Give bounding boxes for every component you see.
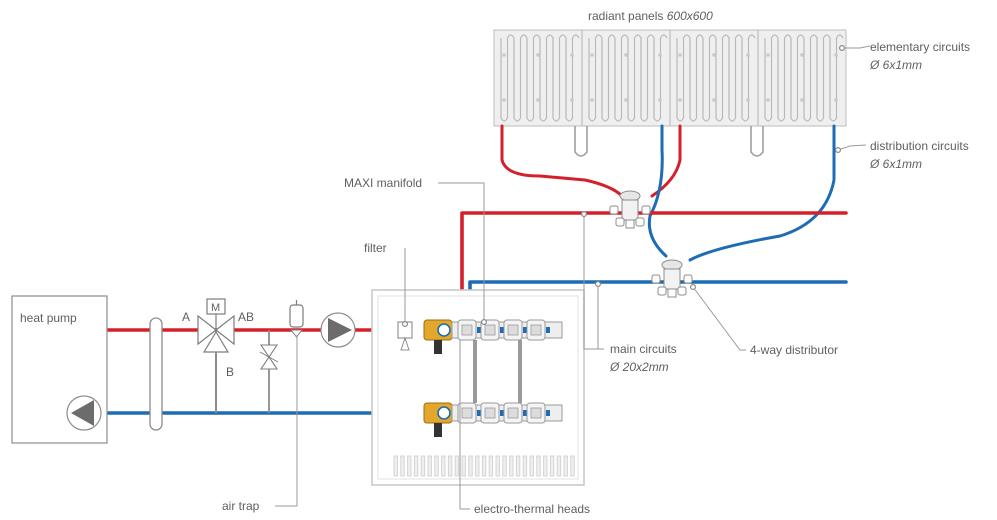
valve-ab-label: AB <box>238 310 254 324</box>
distribution-circuits-dim: Ø 6x1mm <box>869 157 922 171</box>
distributor-icon <box>651 259 693 298</box>
elementary-circuits-label: elementary circuits <box>870 40 970 54</box>
valve-a-label: A <box>182 310 190 324</box>
filter-label: filter <box>364 241 387 255</box>
valve-b-label: B <box>226 365 234 379</box>
manifold-cabinet <box>371 289 585 486</box>
air-trap-icon <box>289 300 304 338</box>
pump-icon <box>66 395 102 431</box>
heat-pump: heat pump <box>11 295 108 444</box>
electro-thermal-heads-label: electro-thermal heads <box>474 502 590 516</box>
hydraulic-separator <box>149 317 163 431</box>
main-circuits-dim: Ø 20x2mm <box>609 360 669 374</box>
pump-icon <box>320 312 356 348</box>
elementary-circuits-dim: Ø 6x1mm <box>869 58 922 72</box>
leader-lines <box>275 44 871 510</box>
bypass-valve-icon <box>259 330 279 413</box>
manifold-brackets <box>473 340 522 403</box>
heat-pump-label: heat pump <box>20 311 77 325</box>
maxi-manifold-label: MAXI manifold <box>344 176 422 190</box>
panel-jumper-loops <box>574 126 764 157</box>
air-trap-label: air trap <box>222 499 260 513</box>
maxi-manifold <box>423 319 563 437</box>
manifold-supply-bar <box>423 319 563 354</box>
radiant-panels <box>493 29 847 127</box>
distribution-circuits <box>500 124 836 262</box>
manifold-return-bar <box>423 402 563 437</box>
distributor-icon <box>609 190 651 229</box>
three-way-valve-icon <box>197 298 235 413</box>
valve-m-label: M <box>211 302 220 314</box>
radiant-panels-label: radiant panels 600x600 <box>588 9 713 23</box>
distribution-circuits-label: distribution circuits <box>870 139 969 153</box>
main-circuits-label: main circuits <box>610 342 677 356</box>
four-way-distributor-label: 4-way distributor <box>750 343 838 357</box>
